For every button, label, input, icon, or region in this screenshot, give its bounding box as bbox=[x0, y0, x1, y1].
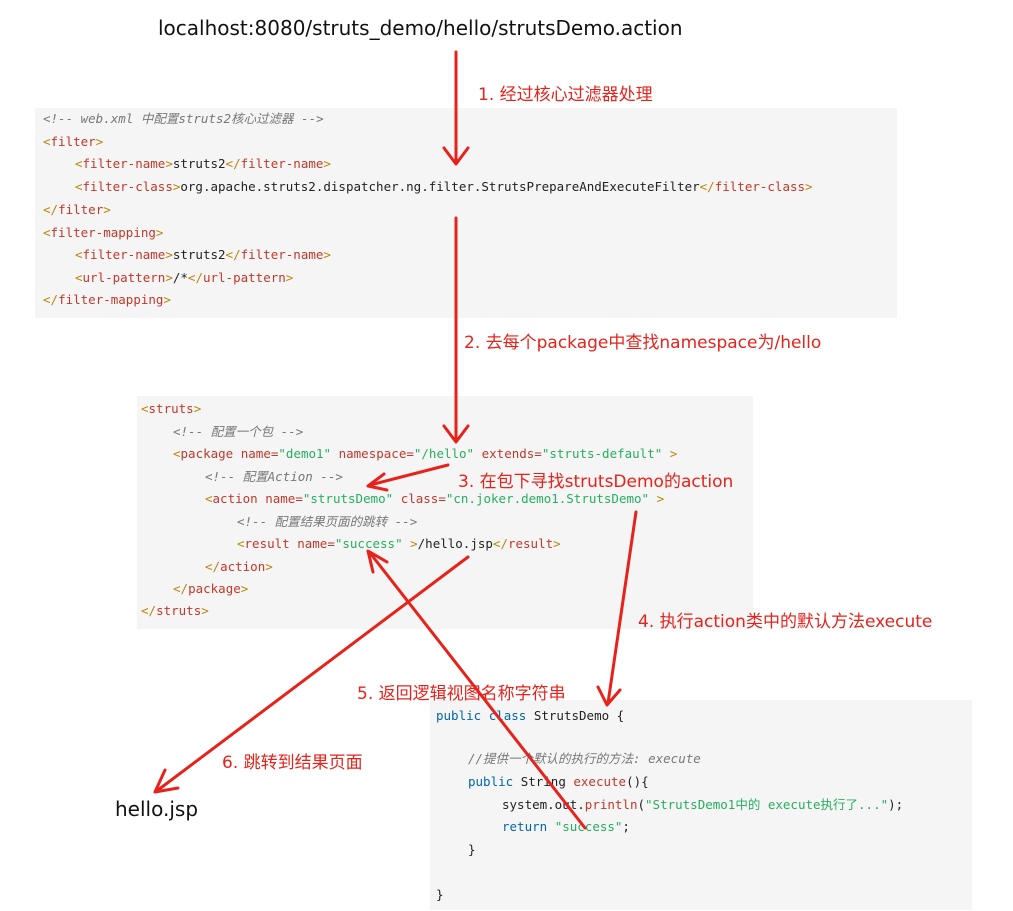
xml-comment: <!-- 配置Action --> bbox=[205, 469, 343, 484]
tag-name: filter-name bbox=[240, 156, 324, 171]
tag-name: result bbox=[244, 536, 290, 551]
code-line: <filter> bbox=[43, 134, 104, 149]
identifier: system.out. bbox=[502, 797, 585, 812]
xml-comment: <!-- web.xml 中配置struts2核心过滤器 --> bbox=[43, 111, 324, 126]
xml-comment: <!-- 配置一个包 --> bbox=[173, 424, 304, 439]
tag-name: action bbox=[212, 491, 258, 506]
code-line: </filter-mapping> bbox=[43, 292, 171, 307]
keyword: return bbox=[502, 819, 548, 834]
tag-name: filter-name bbox=[82, 247, 166, 262]
code-line: public class StrutsDemo { bbox=[436, 705, 624, 727]
method-name: execute bbox=[573, 774, 627, 789]
attr-value: "/hello" bbox=[413, 446, 475, 461]
code-line: return "success"; bbox=[502, 816, 630, 838]
tag-value: struts2 bbox=[172, 247, 226, 262]
code-line: <struts> bbox=[141, 401, 202, 416]
step-5-label: 5. 返回逻辑视图名称字符串 bbox=[357, 684, 566, 704]
code-line: <!-- 配置结果页面的跳转 --> bbox=[237, 511, 417, 533]
struts-xml-code-block: <struts> <!-- 配置一个包 --> <package name="d… bbox=[137, 396, 753, 629]
tag-name: struts bbox=[156, 603, 202, 618]
tag-value: /hello.jsp bbox=[417, 536, 493, 551]
tag-name: struts bbox=[148, 401, 194, 416]
tag-name: action bbox=[220, 559, 266, 574]
code-line: <action name="strutsDemo" class="cn.joke… bbox=[205, 491, 665, 506]
tag-value: org.apache.struts2.dispatcher.ng.filter.… bbox=[180, 179, 700, 194]
code-line: system.out.println("StrutsDemo1中的 execut… bbox=[502, 797, 904, 812]
step-2-label: 2. 去每个package中查找namespace为/hello bbox=[464, 333, 822, 353]
code-line: public String execute(){ bbox=[468, 771, 649, 793]
tag-name: filter bbox=[50, 134, 96, 149]
attr-name: extends= bbox=[481, 446, 542, 461]
keyword: public bbox=[436, 708, 482, 723]
attr-value: "success" bbox=[334, 536, 403, 551]
attr-name: namespace= bbox=[338, 446, 414, 461]
code-line: </action> bbox=[205, 559, 273, 574]
string-literal: "success" bbox=[554, 819, 623, 834]
punctuation: } bbox=[468, 842, 476, 857]
attr-value: "strutsDemo" bbox=[302, 491, 394, 506]
step-4-label: 4. 执行action类中的默认方法execute bbox=[638, 612, 933, 632]
tag-name: package bbox=[180, 446, 234, 461]
keyword: public bbox=[468, 774, 514, 789]
tag-name: package bbox=[188, 581, 241, 596]
attr-name: name= bbox=[240, 446, 279, 461]
code-line: //提供一个默认的执行的方法: execute bbox=[468, 748, 701, 770]
step-6-label: 6. 跳转到结果页面 bbox=[222, 753, 363, 773]
code-line: <filter-class>org.apache.struts2.dispatc… bbox=[75, 179, 813, 194]
method-name: println bbox=[584, 797, 638, 812]
attr-name: name= bbox=[297, 536, 335, 551]
punctuation: (){ bbox=[626, 774, 649, 789]
code-line: <result name="success" >/hello.jsp</resu… bbox=[237, 536, 561, 551]
code-line: </struts> bbox=[141, 603, 209, 618]
tag-name: filter-class bbox=[82, 179, 173, 194]
tag-name: result bbox=[507, 536, 554, 551]
code-line: </filter> bbox=[43, 202, 111, 217]
java-code-block: public class StrutsDemo { //提供一个默认的执行的方法… bbox=[430, 700, 972, 910]
code-line: } bbox=[436, 884, 444, 906]
code-line: <url-pattern>/*</url-pattern> bbox=[75, 270, 294, 285]
code-line: <!-- 配置一个包 --> bbox=[173, 421, 303, 443]
attr-name: name= bbox=[265, 491, 303, 506]
web-xml-code-block: <!-- web.xml 中配置struts2核心过滤器 --> <filter… bbox=[35, 108, 897, 318]
punctuation: } bbox=[436, 887, 444, 902]
code-line: } bbox=[468, 839, 476, 861]
code-line: <filter-mapping> bbox=[43, 225, 164, 240]
tag-value: /* bbox=[172, 270, 188, 285]
tag-name: filter bbox=[58, 202, 104, 217]
step-3-label: 3. 在包下寻找strutsDemo的action bbox=[458, 472, 734, 492]
string-literal: "StrutsDemo1中的 execute执行了..." bbox=[645, 797, 889, 812]
code-line: <package name="demo1" namespace="/hello"… bbox=[173, 446, 678, 461]
keyword: class bbox=[488, 708, 527, 723]
tag-name: filter-name bbox=[240, 247, 324, 262]
tag-name: filter-class bbox=[714, 179, 806, 194]
code-line: <filter-name>struts2</filter-name> bbox=[75, 247, 331, 262]
code-line: <!-- 配置Action --> bbox=[205, 466, 343, 488]
tag-name: url-pattern bbox=[202, 270, 286, 285]
code-line: </package> bbox=[173, 581, 249, 596]
attr-value: "demo1" bbox=[278, 446, 332, 461]
code-line: <!-- web.xml 中配置struts2核心过滤器 --> bbox=[43, 108, 324, 130]
type-name: String bbox=[520, 774, 566, 789]
punctuation: ); bbox=[888, 797, 904, 812]
tag-name: filter-mapping bbox=[58, 292, 164, 307]
tag-name: filter-name bbox=[82, 156, 166, 171]
tag-value: struts2 bbox=[172, 156, 226, 171]
attr-value: "cn.joker.demo1.StrutsDemo" bbox=[445, 491, 650, 506]
attr-name: class= bbox=[400, 491, 446, 506]
result-page-label: hello.jsp bbox=[115, 797, 199, 821]
tag-name: url-pattern bbox=[82, 270, 166, 285]
attr-value: "struts-default" bbox=[541, 446, 663, 461]
xml-comment: <!-- 配置结果页面的跳转 --> bbox=[237, 514, 418, 529]
punctuation: ; bbox=[622, 819, 630, 834]
step-1-label: 1. 经过核心过滤器处理 bbox=[478, 85, 653, 105]
class-name: StrutsDemo { bbox=[533, 708, 625, 723]
tag-name: filter-mapping bbox=[50, 225, 156, 240]
request-url: localhost:8080/struts_demo/hello/strutsD… bbox=[158, 16, 683, 40]
code-line: <filter-name>struts2</filter-name> bbox=[75, 156, 331, 171]
java-comment: //提供一个默认的执行的方法: execute bbox=[468, 751, 701, 766]
